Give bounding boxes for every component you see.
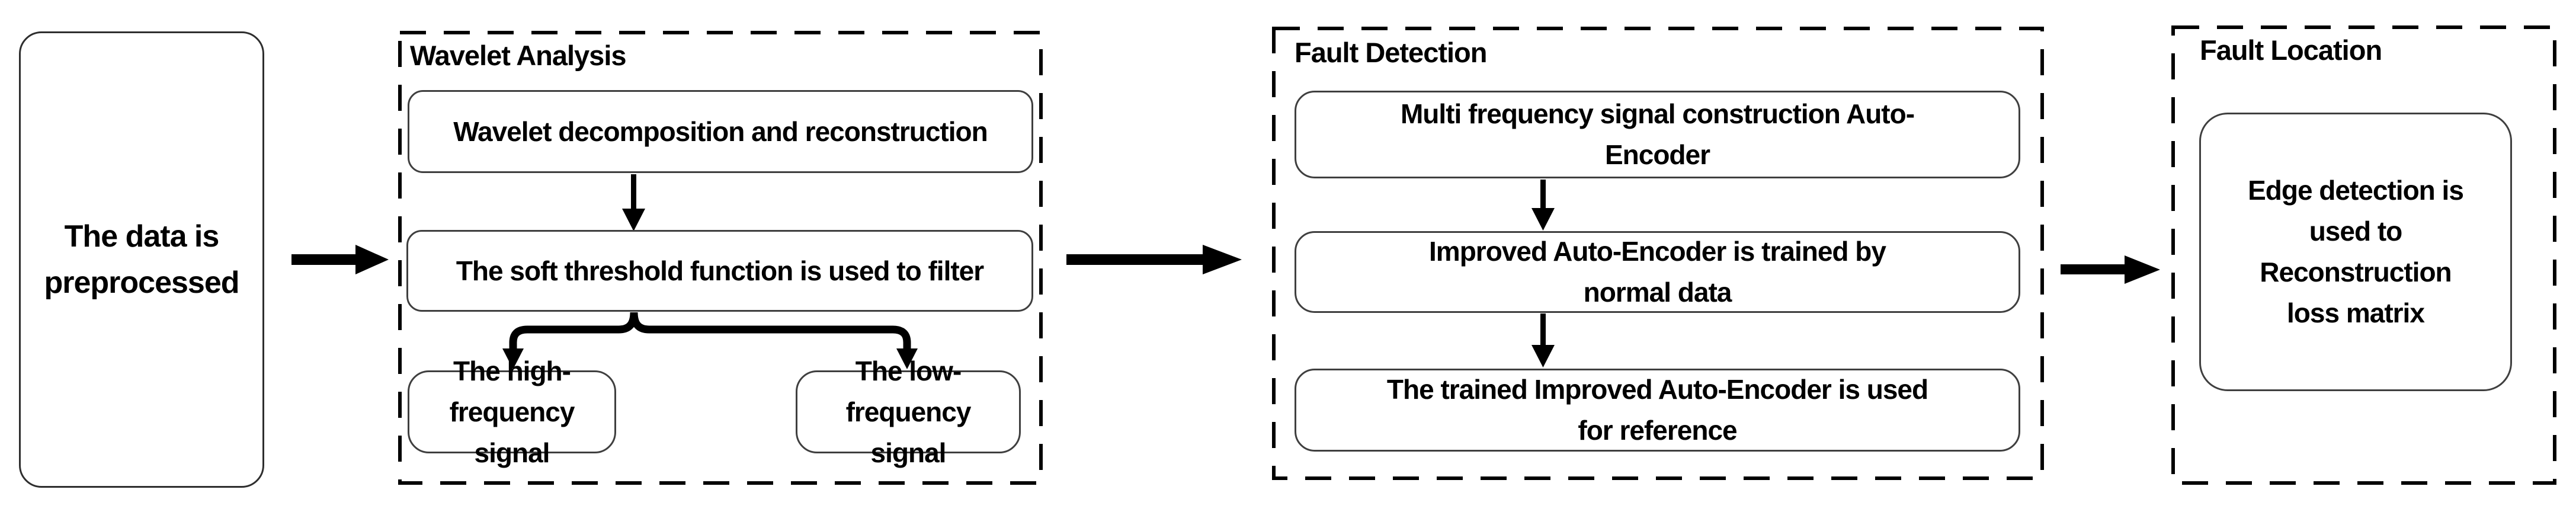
arrow-wavelet-to-fault-detection	[1066, 245, 1242, 274]
fault-location-section: Fault Location Edge detection is used to…	[2171, 25, 2556, 485]
branch-threshold-to-signals	[509, 312, 911, 350]
multi-frequency-autoencoder-node: Multi frequency signal construction Auto…	[1295, 91, 2020, 178]
fault-location-boundary	[2171, 25, 2556, 485]
fault-detection-section: Fault Detection Multi frequency signal c…	[1272, 27, 2044, 480]
arrow-fault-detection-to-fault-location	[2061, 255, 2160, 284]
fault-location-title: Fault Location	[2200, 34, 2382, 66]
wavelet-analysis-section: Wavelet Analysis Wavelet decomposition a…	[398, 31, 1043, 485]
arrow-autoencoder-to-training	[1531, 180, 1555, 231]
fault-detection-title: Fault Detection	[1295, 37, 1487, 68]
autoencoder-training-node: Improved Auto-Encoder is trained by norm…	[1295, 231, 2020, 313]
fault-detection-boundary	[1272, 27, 2044, 480]
arrow-training-to-reference	[1531, 314, 1555, 367]
preprocessed-data-node: The data is preprocessed	[19, 31, 264, 488]
low-frequency-signal-node: The low-frequency signal	[796, 356, 1021, 468]
arrowhead-to-low-frequency	[896, 348, 918, 369]
wavelet-analysis-boundary	[398, 31, 1043, 485]
soft-threshold-node: The soft threshold function is used to f…	[406, 230, 1033, 312]
arrow-decomposition-to-threshold	[622, 174, 645, 231]
trained-autoencoder-reference-node: The trained Improved Auto-Encoder is use…	[1295, 369, 2020, 452]
wavelet-decomposition-node: Wavelet decomposition and reconstruction	[408, 90, 1033, 173]
wavelet-analysis-title: Wavelet Analysis	[410, 40, 627, 71]
arrowhead-to-high-frequency	[502, 348, 524, 369]
edge-detection-node: Edge detection is used to Reconstruction…	[2199, 113, 2512, 391]
high-frequency-signal-node: The high-frequency signal	[408, 356, 616, 468]
branch-line-low-frequency	[630, 312, 911, 350]
arrow-start-to-wavelet	[291, 245, 389, 274]
